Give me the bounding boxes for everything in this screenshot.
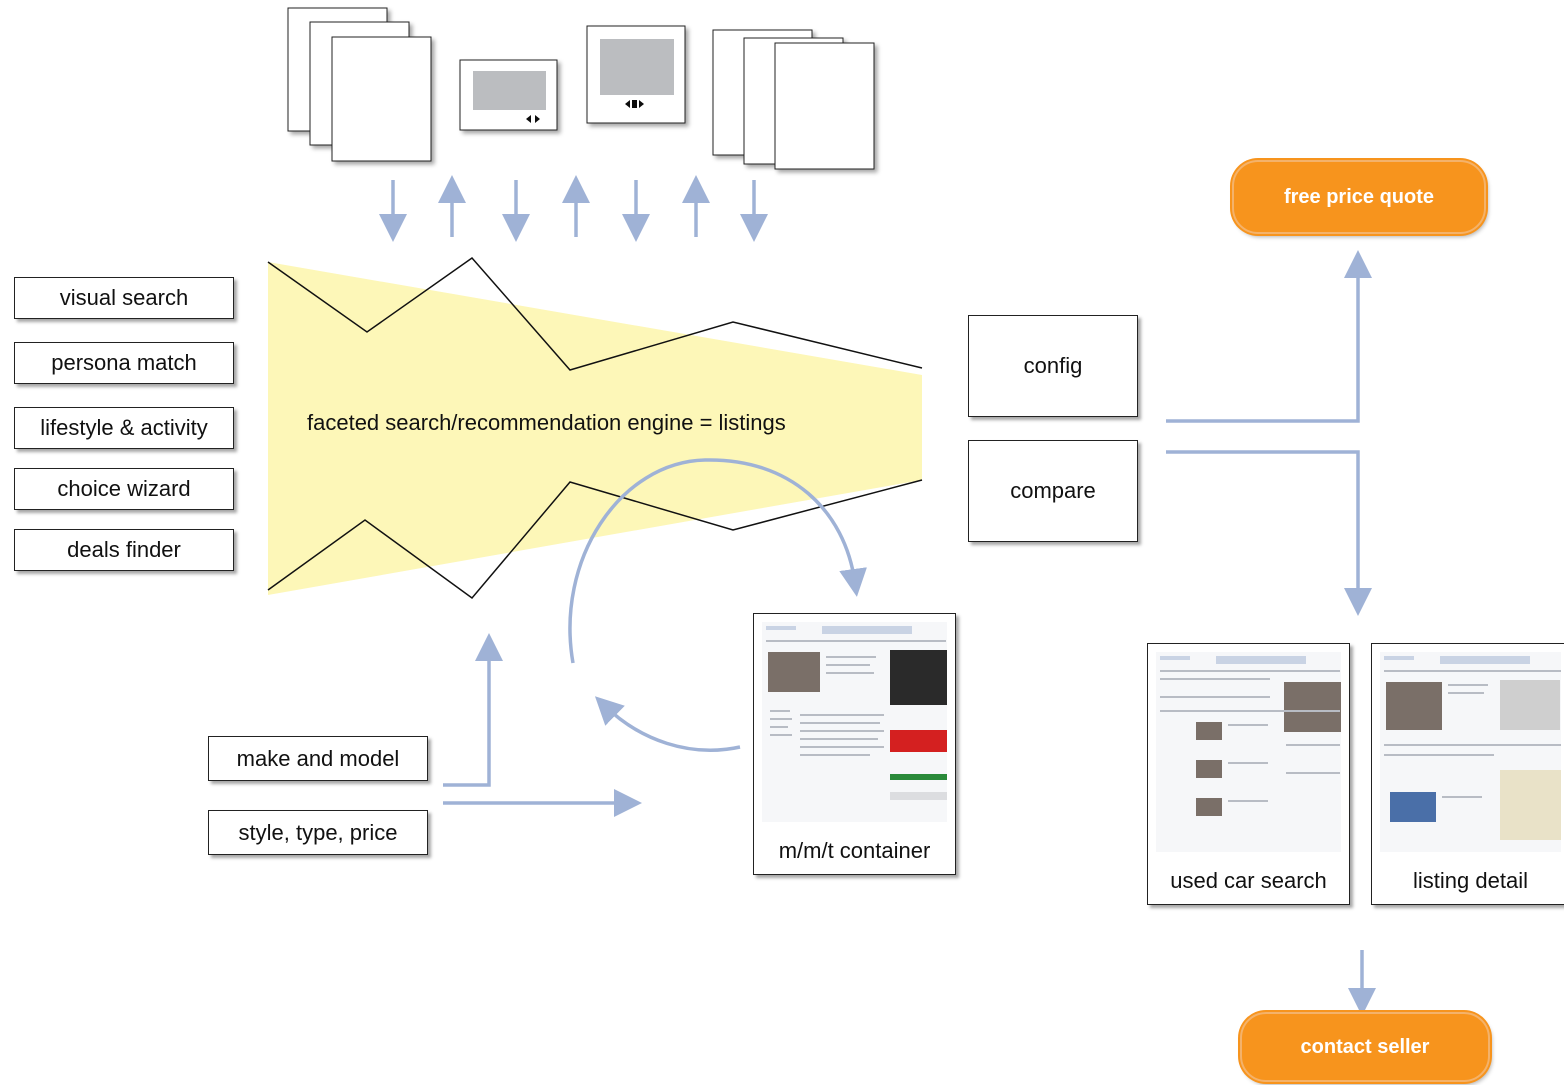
used-car-search-thumbnail — [1156, 652, 1341, 852]
arrow-to-used-search — [1166, 450, 1372, 616]
contact-seller-label: contact seller — [1300, 1035, 1430, 1058]
arrow-make-model-up — [443, 633, 503, 787]
slideshow-widget-large — [586, 25, 686, 124]
choice-wizard-label: choice wizard — [57, 476, 191, 501]
visual-search-box[interactable]: visual search — [14, 277, 234, 319]
listing-detail-page[interactable]: listing detail — [1371, 643, 1564, 905]
make-and-model-box[interactable]: make and model — [208, 736, 428, 781]
lifestyle-activity-label: lifestyle & activity — [40, 415, 208, 440]
visual-search-label: visual search — [59, 285, 189, 310]
deals-finder-box[interactable]: deals finder — [14, 529, 234, 571]
config-box[interactable]: config — [968, 315, 1138, 417]
listing-detail-thumbnail — [1380, 652, 1561, 852]
config-label: config — [1023, 353, 1083, 378]
engine-funnel — [268, 262, 922, 595]
deals-finder-label: deals finder — [67, 537, 181, 562]
free-price-quote-button[interactable]: free price quote — [1232, 160, 1486, 234]
compare-box[interactable]: compare — [968, 440, 1138, 542]
free-price-quote-label: free price quote — [1283, 185, 1435, 208]
make-and-model-label: make and model — [236, 745, 400, 771]
style-type-price-box[interactable]: style, type, price — [208, 810, 428, 855]
persona-match-box[interactable]: persona match — [14, 342, 234, 384]
choice-wizard-box[interactable]: choice wizard — [14, 468, 234, 510]
contact-seller-button[interactable]: contact seller — [1240, 1012, 1490, 1082]
arrow-to-price-quote — [1166, 250, 1372, 423]
compare-label: compare — [1010, 478, 1096, 503]
engine-label: faceted search/recommendation engine = l… — [307, 410, 786, 435]
used-car-search-page[interactable]: used car search — [1147, 643, 1350, 905]
loop-arrow-back — [594, 696, 741, 752]
engine-zigzag-top — [267, 256, 923, 371]
engine-zigzag-bottom — [267, 479, 923, 600]
mmt-container-caption: m/m/t container — [778, 838, 931, 863]
mmt-container-thumbnail — [762, 622, 947, 822]
persona-match-label: persona match — [51, 350, 197, 375]
lifestyle-activity-box[interactable]: lifestyle & activity — [14, 407, 234, 449]
slideshow-widget-small — [459, 59, 558, 131]
used-car-search-caption: used car search — [1170, 868, 1327, 893]
style-type-price-label: style, type, price — [238, 819, 398, 845]
mmt-container-page[interactable]: m/m/t container — [753, 613, 956, 875]
listing-detail-caption: listing detail — [1413, 868, 1528, 893]
page-stack-1 — [287, 7, 432, 162]
page-stack-2 — [712, 29, 875, 170]
loop-arrow-up — [568, 458, 867, 664]
